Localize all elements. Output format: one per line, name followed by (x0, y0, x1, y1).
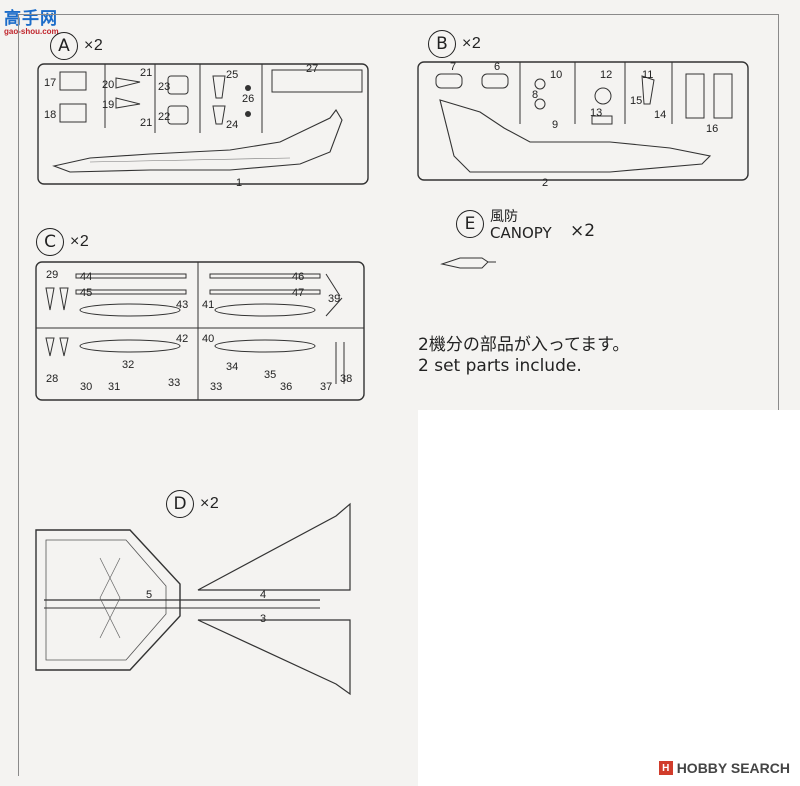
canopy-diagram (440, 257, 496, 269)
part-32: 32 (122, 359, 134, 371)
frame-top (18, 14, 778, 15)
sprue-a-letter: A (50, 32, 78, 60)
part-37: 37 (320, 381, 332, 393)
part-25: 25 (226, 69, 238, 81)
canopy-name-jp: 風防 (490, 209, 518, 225)
part-21a: 21 (140, 67, 152, 79)
sprue-b-qty: ×2 (462, 35, 482, 52)
part-5: 5 (146, 589, 152, 601)
sprue-d-letter: D (166, 490, 194, 518)
sprue-d-label: D ×2 (166, 490, 219, 518)
part-24: 24 (226, 119, 238, 131)
part-1: 1 (236, 177, 242, 189)
part-39: 39 (328, 293, 340, 305)
part-29: 29 (46, 269, 58, 281)
sprue-a-diagram: 17 18 20 19 21 21 23 22 25 26 24 27 1 (37, 63, 369, 189)
part-11: 11 (642, 69, 653, 81)
sprue-c-letter: C (36, 228, 64, 256)
part-33b: 33 (210, 381, 222, 393)
part-47: 47 (292, 287, 304, 299)
part-3: 3 (260, 613, 266, 625)
part-33a: 33 (168, 377, 180, 389)
part-10: 10 (550, 69, 562, 81)
blank-panel (418, 410, 800, 786)
part-13: 13 (590, 107, 602, 119)
part-23: 23 (158, 81, 170, 93)
part-2: 2 (542, 177, 548, 189)
hobby-search-icon: H (658, 761, 673, 775)
canopy-name-en: CANOPY (490, 224, 552, 242)
note-en: 2 set parts include. (418, 356, 582, 376)
part-8: 8 (532, 89, 538, 101)
sprue-d-diagram: 5 4 3 (35, 502, 351, 696)
part-34: 34 (226, 361, 238, 373)
sprue-b-diagram: 7 6 10 8 9 12 13 11 15 14 16 2 (417, 61, 749, 189)
note-jp: 2機分の部品が入ってます。 (418, 335, 630, 355)
part-15: 15 (630, 95, 642, 107)
sprue-a-qty: ×2 (84, 37, 104, 54)
hobby-search-watermark: H HOBBY SEARCH (658, 760, 790, 776)
sprue-e-letter: E (456, 210, 484, 238)
part-30: 30 (80, 381, 92, 393)
frame-left (18, 14, 19, 776)
sprue-a-label: A ×2 (50, 32, 103, 60)
part-27: 27 (306, 63, 318, 75)
part-4: 4 (260, 589, 266, 601)
part-6: 6 (494, 61, 500, 73)
canopy-qty: ×2 (570, 221, 596, 241)
sprue-b-label: B ×2 (428, 30, 481, 58)
part-7: 7 (450, 61, 456, 73)
part-12: 12 (600, 69, 612, 81)
part-19: 19 (102, 99, 114, 111)
sprue-c-label: C ×2 (36, 228, 89, 256)
hobby-search-text: HOBBY SEARCH (676, 760, 790, 776)
part-46: 46 (292, 271, 304, 283)
part-43: 43 (176, 299, 188, 311)
part-22: 22 (158, 111, 170, 123)
part-17: 17 (44, 77, 56, 89)
part-42: 42 (176, 333, 188, 345)
part-38: 38 (340, 373, 352, 385)
sprue-e-label: E (456, 210, 484, 238)
sprue-c-qty: ×2 (70, 233, 90, 250)
part-18: 18 (44, 109, 56, 121)
part-35: 35 (264, 369, 276, 381)
frame-right (778, 14, 779, 414)
part-9: 9 (552, 119, 558, 131)
part-45: 45 (80, 287, 92, 299)
part-14: 14 (654, 109, 666, 121)
part-16: 16 (706, 123, 718, 135)
site-logo-url: gao-shou.com (4, 27, 59, 36)
part-36: 36 (280, 381, 292, 393)
sprue-c-diagram: 29 44 45 43 46 47 41 39 42 40 32 28 30 3… (35, 261, 365, 401)
part-44: 44 (80, 271, 92, 283)
part-28: 28 (46, 373, 58, 385)
part-40: 40 (202, 333, 214, 345)
site-logo-text: 高手网 (4, 9, 58, 29)
part-26: 26 (242, 93, 254, 105)
part-21b: 21 (140, 117, 152, 129)
sprue-b-letter: B (428, 30, 456, 58)
sprue-d-qty: ×2 (200, 495, 220, 512)
part-31: 31 (108, 381, 120, 393)
part-20: 20 (102, 79, 114, 91)
part-41: 41 (202, 299, 214, 311)
